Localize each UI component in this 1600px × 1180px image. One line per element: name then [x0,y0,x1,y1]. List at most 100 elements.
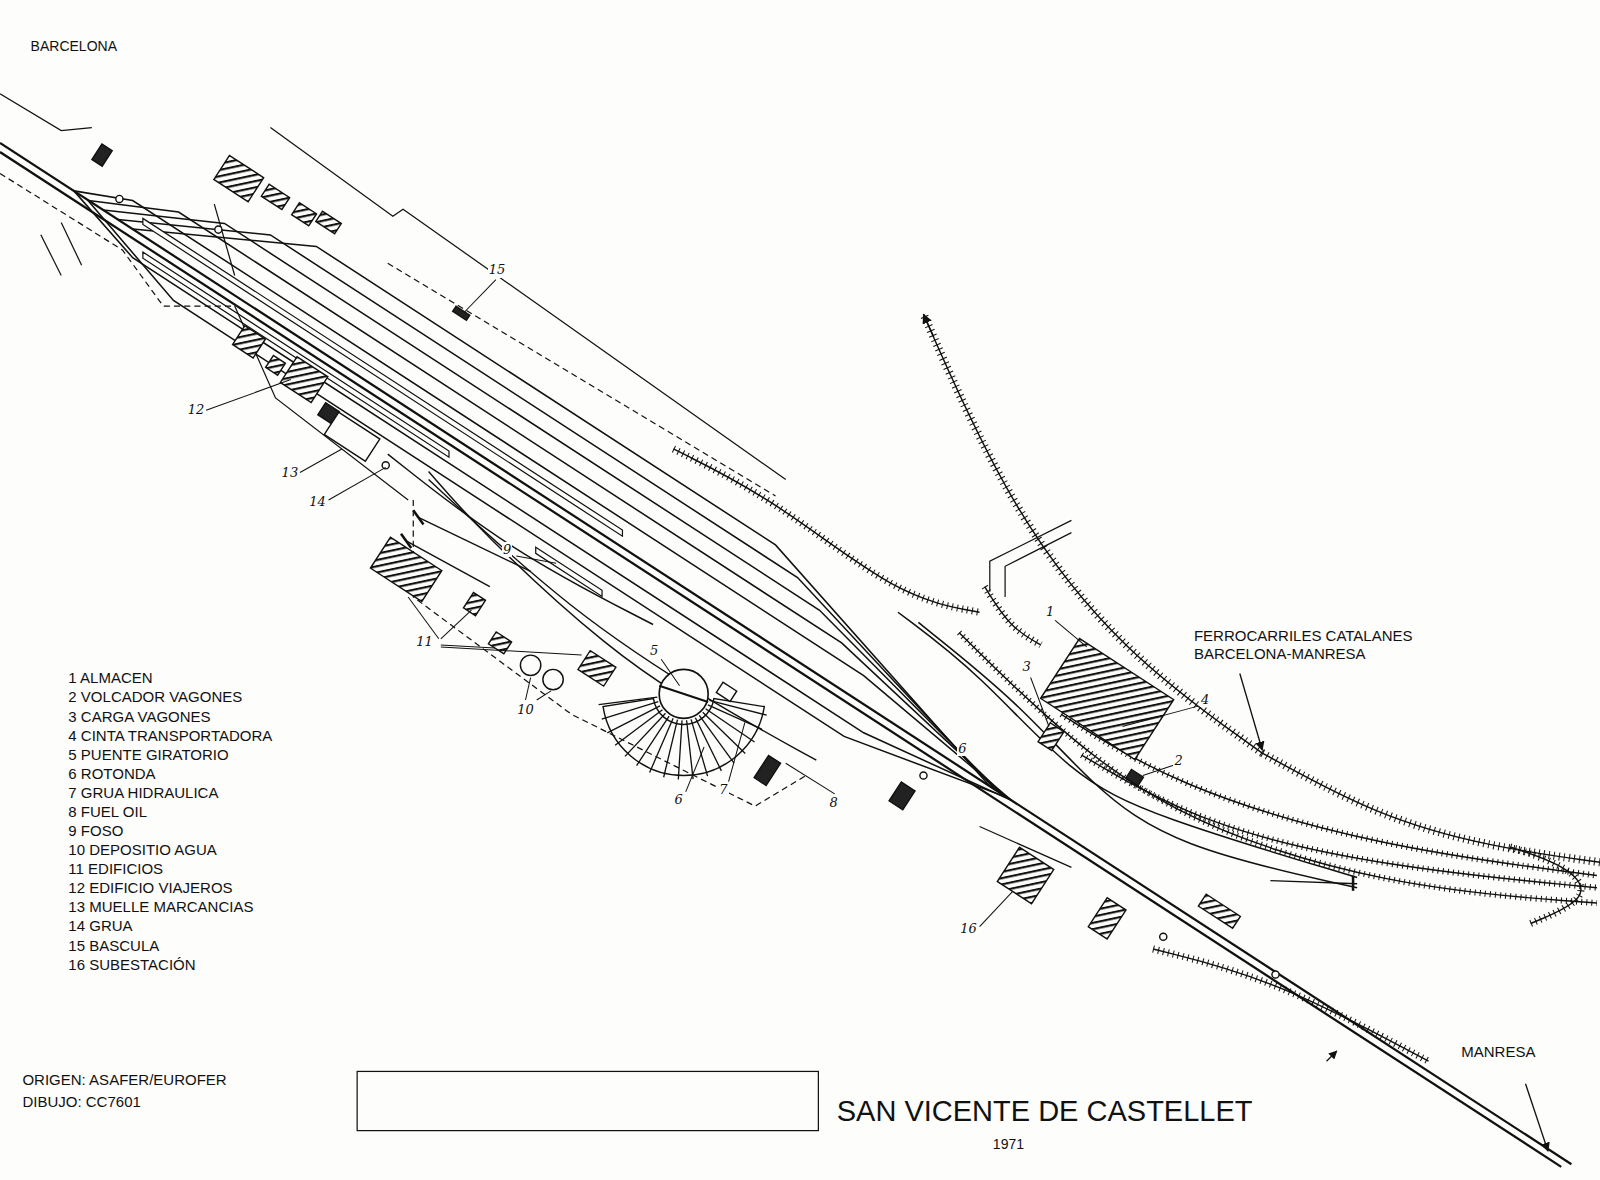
signal-symbol [920,772,927,779]
embankment-ticks [1153,949,1429,1061]
callout-number: 12 [187,402,206,418]
boundary-line [235,306,408,500]
passenger-building [280,357,327,403]
leader-line [1143,765,1174,775]
direction-arrow [1327,1051,1337,1061]
building [261,184,289,209]
narrow-gauge-track-ticks [959,633,1597,903]
embankment-ticks [1510,847,1581,924]
boundary-line [388,263,776,496]
embankment-ticks [673,449,979,612]
plan-layer [0,94,1600,1167]
legend-entry: 1 ALMACEN [68,669,152,687]
signal-symbol [1272,971,1279,978]
callout-number: 3 [1021,659,1031,675]
leader-line [206,380,291,411]
leader-line [1122,706,1198,726]
embankment [1510,847,1581,924]
callout-number: 2 [1173,753,1183,769]
leader-line [441,610,472,639]
boundary-line [1005,533,1071,597]
building [1198,894,1240,928]
legend-entry: 4 CINTA TRANSPORTADORA [68,727,272,745]
boundary-line [61,222,81,265]
legend-entry: 11 EDIFICIOS [68,860,163,878]
legend-entry: 10 DEPOSITIO AGUA [68,841,216,859]
leader-line [516,556,556,563]
boundary-line [0,173,235,306]
track-arrow [923,314,933,336]
leader-line [661,659,679,686]
siding-track [429,480,817,761]
legend-entry: 6 ROTONDA [68,765,155,783]
roundhouse-stall [664,720,678,778]
callout-number: 6 [673,792,683,808]
water-tank [520,655,540,675]
plan-title: SAN VICENTE DE CASTELLET [837,1094,1253,1129]
building [266,355,286,375]
leader-line [464,280,496,313]
building [716,682,736,701]
siding-track [429,471,694,704]
legend-entry: 12 EDIFICIO VIAJEROS [68,879,232,897]
yard-track [74,191,1012,801]
roundhouse-stall [699,715,734,763]
turntable-bridge [659,686,708,702]
building [463,592,485,615]
legend-entry: 15 BASCULA [68,937,159,955]
siding-track [1270,881,1357,884]
callout-number: 1 [1045,604,1055,620]
leader-line [786,763,835,794]
roundhouse-stall [625,713,666,756]
roundhouse-stall [687,720,693,779]
roundhouse-stall [599,697,658,704]
signal-symbol [1160,933,1167,940]
building [889,782,915,810]
main-track [0,152,1561,1167]
embankment [985,587,1041,645]
water-tank [543,669,563,689]
platform [143,218,623,536]
roundhouse-stall [637,716,669,765]
main-track [0,143,1571,1164]
callout-number: 14 [308,494,327,510]
credit-note: ORIGEN: ASAFER/EUROFER [22,1071,226,1089]
wagon-loader [1038,723,1064,751]
building [754,755,780,785]
building [370,537,441,601]
roundhouse-stall [706,709,755,742]
leader-line [729,722,745,781]
yard-track [74,191,1012,801]
signal-symbol [215,226,222,233]
narrow-gauge-track-ticks [1262,753,1600,862]
building [1088,898,1126,939]
embankment [673,449,979,612]
legend-entry: 13 MUELLE MARCANCIAS [68,898,253,916]
callout-number: 13 [281,465,300,481]
legend-entry: 2 VOLCADOR VAGONES [68,688,242,706]
yard-track [118,220,995,790]
narrow-gauge-track [959,633,1597,903]
warehouse [1041,638,1174,759]
credit-note: DIBUJO: CC7601 [22,1093,140,1111]
roundhouse-stall [709,700,766,715]
building [233,326,266,358]
roundhouse-stall [703,712,746,753]
signal-symbol [116,195,123,202]
leader-line [1055,620,1087,647]
leader-line [329,467,386,500]
yard-track [103,210,1001,793]
leader-line [408,597,439,639]
boundary-line [41,235,61,276]
callout-number: 11 [415,634,434,650]
roundhouse-stall [691,719,708,776]
boundary-line [413,500,806,806]
leader-line [1031,678,1049,727]
boundary-line [270,128,785,480]
year-note: 1971 [993,1136,1024,1153]
legend-entry: 3 CARGA VAGONES [68,708,210,726]
turntable [659,669,708,718]
callout-number: 8 [829,795,839,811]
